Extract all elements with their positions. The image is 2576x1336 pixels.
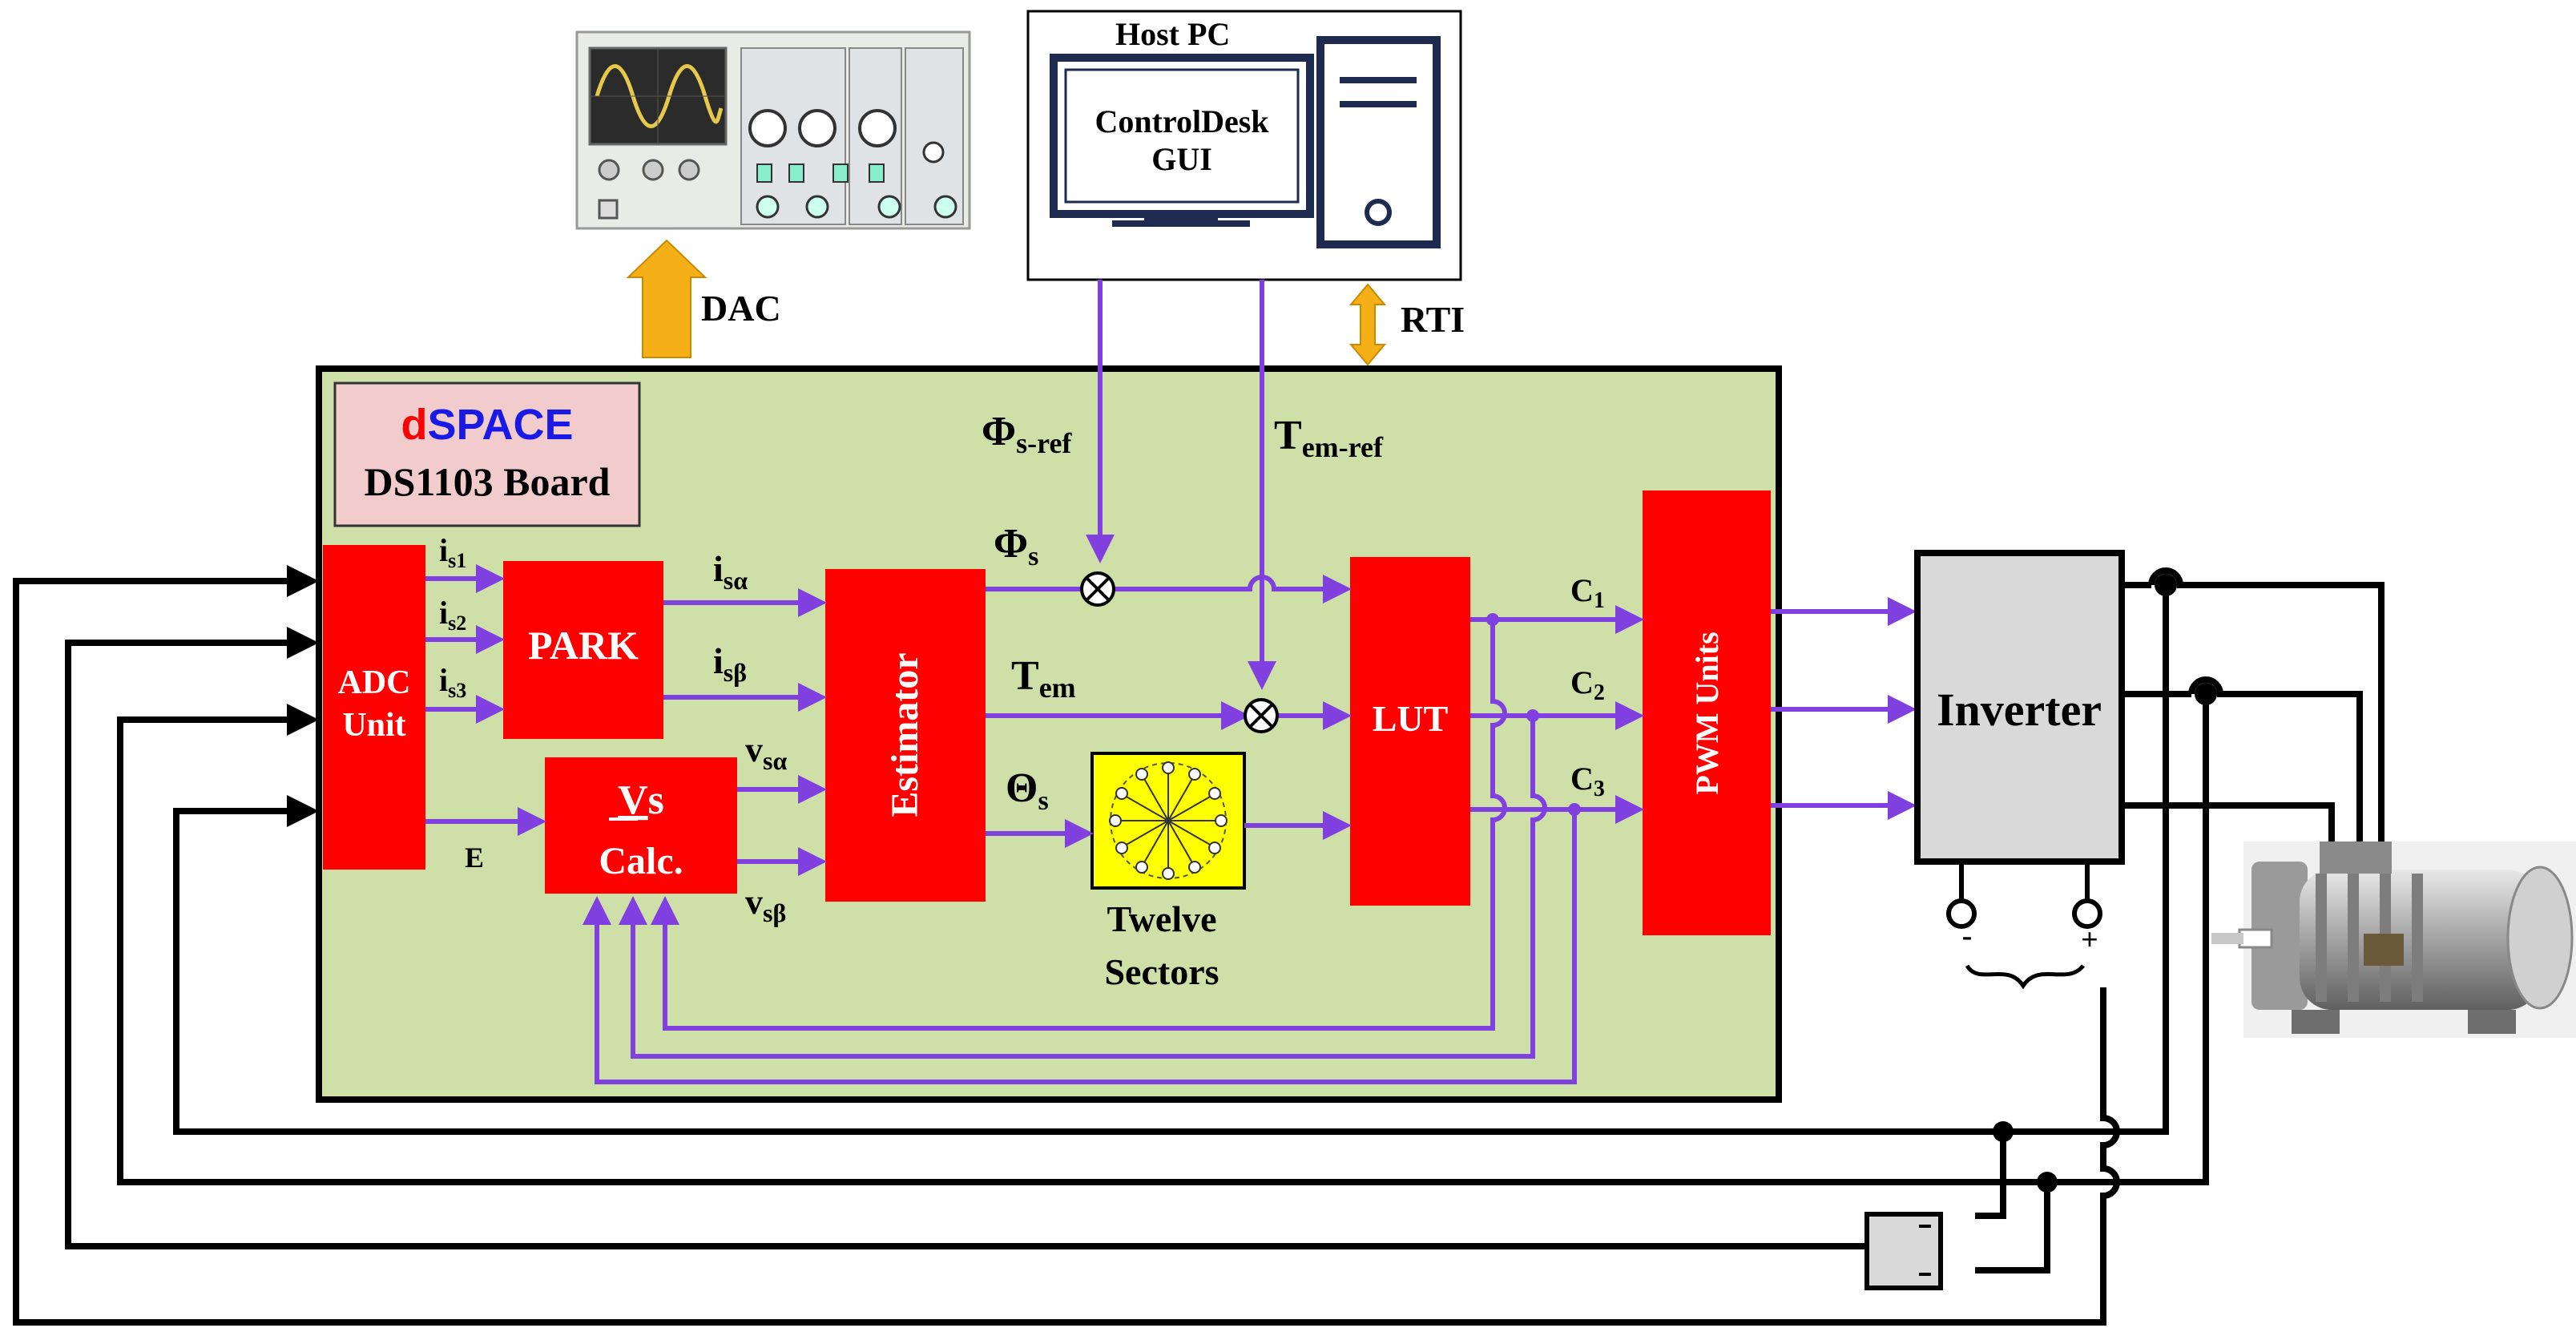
c1-label: C1	[1570, 572, 1605, 613]
c3-label: C3	[1570, 761, 1605, 801]
rti-label: RTI	[1401, 299, 1465, 340]
rti-arrow	[1348, 283, 1387, 366]
adc-unit-block	[323, 545, 425, 870]
is3-label: is3	[439, 662, 466, 702]
adc-label-line1: ADC	[338, 664, 411, 701]
vsa-label: vsα	[745, 730, 787, 775]
oscilloscope-icon	[575, 30, 971, 230]
lut-block	[1350, 557, 1470, 906]
gui-label: GUI	[1151, 141, 1212, 177]
dspace-brand: dSPACE	[401, 401, 573, 449]
c2-label: C2	[1570, 664, 1605, 705]
thetas-label: Θs	[1006, 765, 1049, 816]
isb-label: isβ	[713, 640, 747, 687]
vs-label: Vs	[618, 777, 664, 823]
inverter-dc-terminals	[1946, 862, 2102, 990]
calc-label: Calc.	[599, 840, 683, 882]
lut-label: LUT	[1373, 698, 1449, 739]
inverter-label: Inverter	[1937, 684, 2102, 736]
monitor-icon	[1050, 54, 1314, 227]
inverter-block	[1914, 550, 2125, 865]
is2-label: is2	[439, 595, 466, 635]
twelve-sectors-icon	[1090, 752, 1246, 890]
park-label: PARK	[528, 623, 639, 668]
host-pc-title: Host PC	[1115, 16, 1230, 52]
dac-arrow	[626, 239, 707, 358]
phi-ref-label: Φs-ref	[982, 409, 1072, 459]
dspace-label-box	[333, 381, 641, 527]
is1-label: is1	[439, 532, 466, 572]
adc-label-line2: Unit	[342, 707, 405, 744]
dc-source-icon	[1864, 1212, 1943, 1290]
park-block	[503, 561, 663, 739]
inverter-pos-terminal-label: +	[2081, 923, 2098, 957]
flux-comparator-icon	[1080, 571, 1115, 607]
phis-label: Φs	[994, 521, 1038, 571]
sectors-label-line2: Sectors	[1104, 951, 1219, 992]
vs-calc-block	[545, 757, 737, 894]
inverter-neg-terminal-label: -	[1962, 919, 1973, 953]
power-wiring	[13, 565, 2385, 1326]
signal-lines	[425, 280, 1917, 1084]
controldesk-label: ControlDesk	[1094, 103, 1269, 139]
pwm-units-block	[1643, 490, 1771, 935]
estimator-label: Estimator	[884, 652, 926, 817]
dac-label: DAC	[701, 288, 781, 329]
e-label: E	[465, 842, 484, 874]
pc-tower-icon	[1316, 36, 1441, 248]
estimator-block	[825, 569, 986, 902]
isa-label: isα	[713, 548, 748, 595]
sectors-label-line1: Twelve	[1107, 898, 1216, 939]
torque-comparator-icon	[1244, 698, 1279, 733]
vsb-label: vsβ	[745, 882, 786, 927]
tem-ref-label: Tem-ref	[1274, 413, 1384, 463]
induction-motor-icon	[2211, 842, 2576, 1038]
pwm-units-label: PWM Units	[1689, 632, 1725, 794]
tem-label: Tem	[1011, 653, 1076, 704]
board-model: DS1103 Board	[364, 459, 610, 504]
